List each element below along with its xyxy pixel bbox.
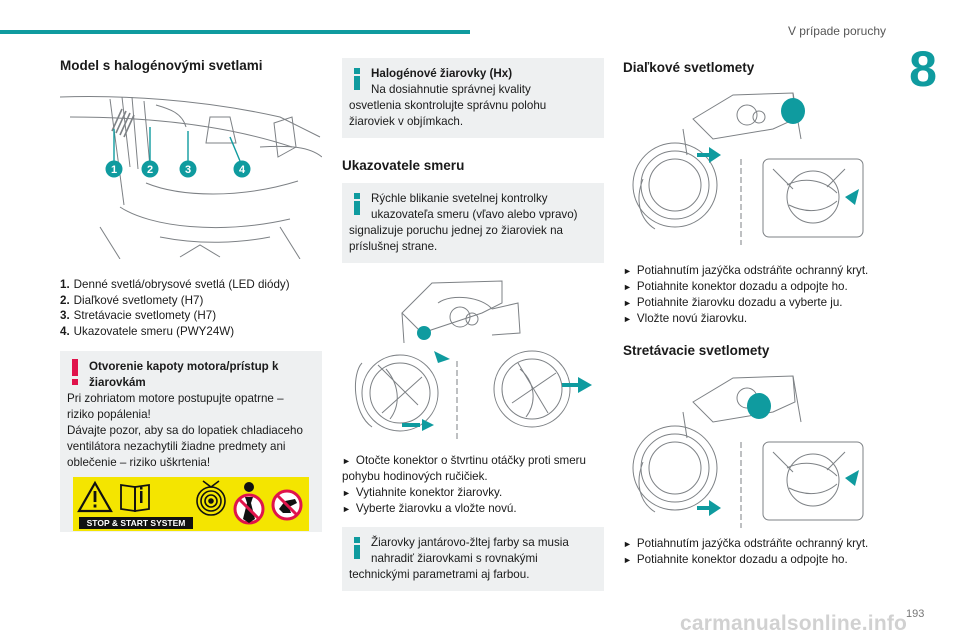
indicator-info-box: Rýchle blikanie svetelnej kontrolky ukaz… <box>342 183 604 263</box>
warning-box: Otvorenie kapoty motora/prístup k žiarov… <box>60 351 322 532</box>
indicator-bulb-illustration <box>342 273 604 445</box>
heading-high-beam: Diaľkové svetlomety <box>623 60 755 75</box>
list-item: ►Potiahnite konektor dozadu a odpojte ho… <box>623 553 848 566</box>
callout-3: 3 <box>185 164 191 176</box>
list-item: ►Vytiahnite konektor žiarovky. <box>342 486 503 499</box>
low-beam-illustration <box>623 372 885 530</box>
list-item: 2.Diaľkové svetlomety (H7) <box>60 293 204 307</box>
heading-low-beam: Stretávacie svetlomety <box>623 343 770 358</box>
header-accent-bar <box>0 30 470 34</box>
halogen-info-box: Halogénové žiarovky (Hx) Na dosiahnutie … <box>342 58 604 138</box>
fan-icon <box>196 480 226 516</box>
high-beam-illustration <box>623 89 885 249</box>
watermark: carmanualsonline.info <box>680 612 908 635</box>
arrow-right-icon: ► <box>623 266 632 276</box>
warning-icon <box>68 359 82 385</box>
info-icon <box>350 537 364 559</box>
manual-book-icon <box>120 483 150 513</box>
column-halogen-model: Model s halogénovými svetlami <box>60 50 322 532</box>
list-item: ►Vyberte žiarovku a vložte novú. <box>342 502 517 515</box>
list-item: ►Otočte konektor o štvrtinu otáčky proti… <box>342 454 586 467</box>
arrow-right-icon: ► <box>623 539 632 549</box>
column-indicators: Halogénové žiarovky (Hx) Na dosiahnutie … <box>342 50 604 591</box>
bulb-list: 1.Denné svetlá/obrysové svetlá (LED diód… <box>60 277 322 339</box>
arrow-right-icon: ► <box>623 314 632 324</box>
list-item: 4.Ukazovatele smeru (PWY24W) <box>60 324 235 338</box>
callout-4: 4 <box>239 164 246 176</box>
warning-sticker: STOP & START SYSTEM <box>73 477 309 531</box>
heading-halogen-model: Model s halogénovými svetlami <box>60 58 263 73</box>
heading-indicators: Ukazovatele smeru <box>342 158 465 173</box>
high-beam-steps: ►Potiahnutím jazýčka odstráňte ochranný … <box>623 263 885 327</box>
list-item: ►Potiahnutím jazýčka odstráňte ochranný … <box>623 264 869 277</box>
chapter-number: 8 <box>909 41 937 97</box>
info-icon <box>350 193 364 215</box>
no-tie-icon <box>233 482 265 525</box>
arrow-right-icon: ► <box>342 488 351 498</box>
list-item: 1.Denné svetlá/obrysové svetlá (LED diód… <box>60 278 290 291</box>
indicator-steps: ►Otočte konektor o štvrtinu otáčky proti… <box>342 453 604 517</box>
list-item: pohybu hodinových ručičiek. <box>342 470 488 483</box>
no-hand-icon <box>271 489 303 521</box>
list-item: ►Potiahnutím jazýčka odstráňte ochranný … <box>623 537 869 550</box>
arrow-right-icon: ► <box>623 298 632 308</box>
page-number: 193 <box>906 608 925 620</box>
list-item: ►Vložte novú žiarovku. <box>623 312 748 325</box>
list-item: ►Potiahnite žiarovku dozadu a vyberte ju… <box>623 296 843 309</box>
callout-1: 1 <box>111 164 117 176</box>
info-icon <box>350 68 364 90</box>
list-item: ►Potiahnite konektor dozadu a odpojte ho… <box>623 280 848 293</box>
amber-bulb-info-box: Žiarovky jantárovo-žltej farby sa musia … <box>342 527 604 591</box>
arrow-right-icon: ► <box>342 456 351 466</box>
arrow-right-icon: ► <box>623 282 632 292</box>
arrow-right-icon: ► <box>342 504 351 514</box>
column-headlights: Diaľkové svetlomety <box>623 50 885 568</box>
list-item: 3.Stretávacie svetlomety (H7) <box>60 309 217 322</box>
hazard-triangle-icon <box>77 480 113 513</box>
arrow-right-icon: ► <box>623 555 632 565</box>
section-title: V prípade poruchy <box>787 24 886 38</box>
headlight-overview-illustration: 1 2 3 4 <box>60 87 322 259</box>
callout-2: 2 <box>147 164 153 176</box>
low-beam-steps: ►Potiahnutím jazýčka odstráňte ochranný … <box>623 536 885 568</box>
stop-start-label: STOP & START SYSTEM <box>79 517 193 529</box>
